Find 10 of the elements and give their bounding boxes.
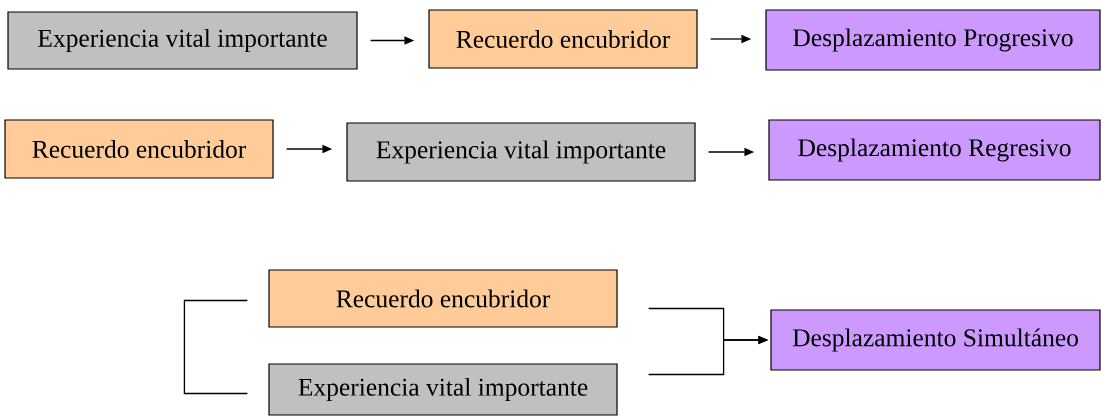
process-box: Experiencia vital importante: [346, 122, 696, 182]
process-box: Recuerdo encubridor: [4, 119, 274, 179]
process-box: Desplazamiento Simultáneo: [770, 309, 1101, 371]
process-box: Recuerdo encubridor: [428, 9, 698, 69]
bracket-line: [183, 299, 249, 395]
process-box: Experiencia vital importante: [268, 363, 618, 416]
process-box: Desplazamiento Regresivo: [768, 119, 1101, 181]
process-box: Desplazamiento Progresivo: [765, 9, 1101, 71]
process-box: Experiencia vital importante: [7, 11, 358, 70]
process-box: Recuerdo encubridor: [268, 269, 618, 328]
